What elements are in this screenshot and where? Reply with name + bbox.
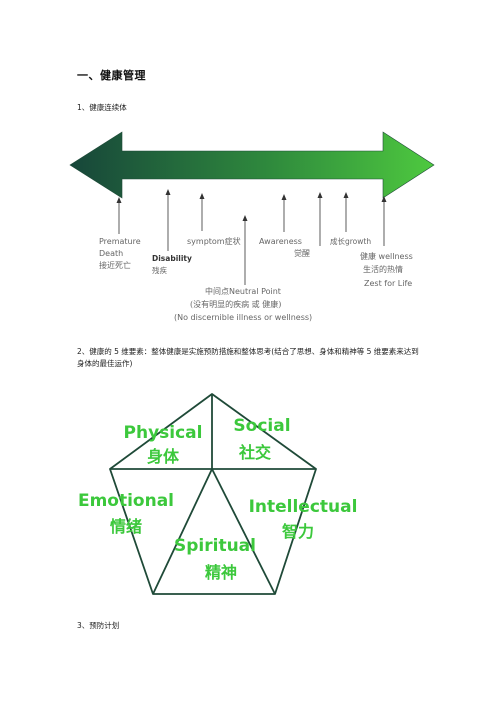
social-cn-label: 社交 [238,443,271,462]
pentagon-outline [109,393,317,595]
label-disability-cn: 残疾 [152,266,167,275]
physical-cn-label: 身体 [147,447,180,466]
label-neutral-cn: (没有明显的疾病 或 健康) [190,300,282,309]
spiritual-cn-label: 精神 [205,563,237,582]
emotional-cn-label: 情绪 [110,517,142,536]
label-zest-en: Zest for Life [364,279,413,288]
social-label: Social [233,416,290,436]
label-awareness: Awareness [259,237,302,246]
pentagon-line-right [211,468,276,595]
label-growth: 成长growth [330,237,372,246]
label-symptom: symptom症状 [187,237,241,246]
prevention-title: 3、预防计划 [77,621,120,630]
label-premature: Premature [99,237,141,246]
section-heading: 一、健康管理 [77,69,146,82]
label-awareness-cn: 觉醒 [294,249,310,258]
label-wellness: 健康 wellness [360,252,413,261]
label-neutral: 中间点Neutral Point [205,287,281,296]
continuum-title: 1、健康连续体 [77,103,127,112]
intellectual-cn-label: 智力 [282,522,314,541]
label-death: Death [99,249,124,258]
label-premature-cn: 接近死亡 [99,261,131,270]
five-dimensions-text: 2、健康的 5 维要素：整体健康是实施预防措施和整体思考(结合了思想、身体和精神… [77,347,419,368]
pentagon-line-left [152,468,213,595]
label-neutral-en: (No discernible illness or wellness) [174,313,313,322]
label-zest-cn: 生活的热情 [363,265,403,274]
continuum-pointers [116,189,387,285]
physical-label: Physical [124,423,203,443]
label-disability: Disability [152,254,192,263]
intellectual-label: Intellectual [249,497,358,517]
spiritual-label: Spiritual [174,536,256,556]
emotional-label: Emotional [78,491,174,511]
continuum-arrow [69,131,435,199]
